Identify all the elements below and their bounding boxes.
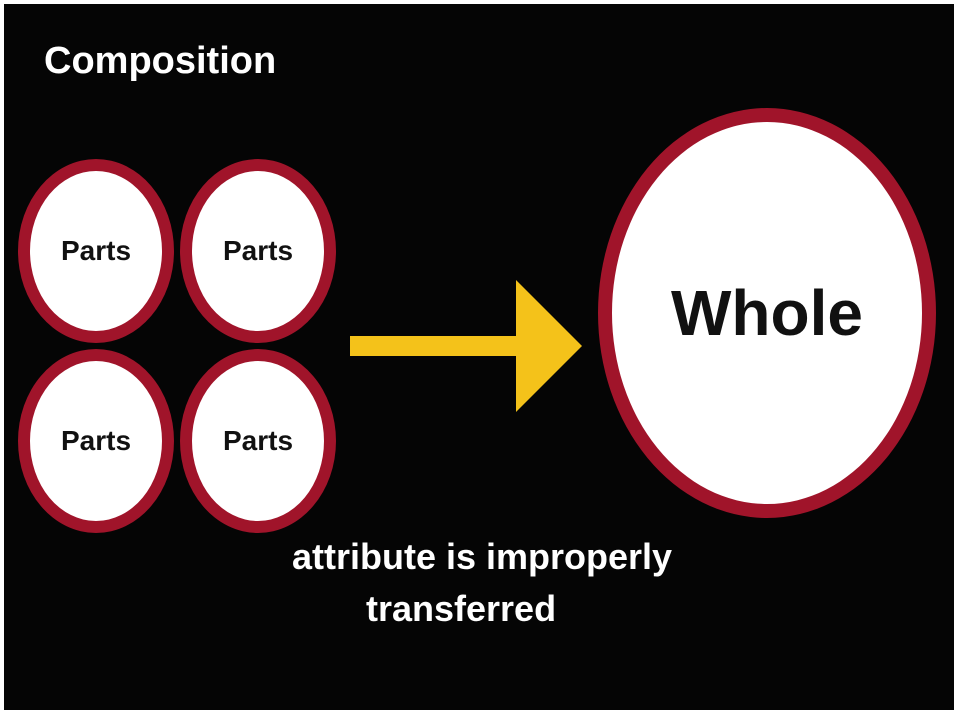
whole-circle: Whole: [598, 108, 936, 518]
part-circle-top-left: Parts: [18, 159, 174, 343]
part-label: Parts: [222, 425, 294, 456]
part-label: Parts: [60, 425, 132, 456]
caption-line-2: transferred: [366, 588, 557, 629]
right-arrow-icon: [350, 280, 582, 412]
diagram-title: Composition: [44, 40, 277, 82]
part-circle-bottom-right: Parts: [180, 349, 336, 533]
part-circle-top-right: Parts: [180, 159, 336, 343]
arrow-shape: [350, 280, 582, 412]
diagram-panel: Composition Parts Parts Parts Parts Whol…: [4, 4, 954, 710]
caption-line-1: attribute is improperly: [292, 536, 673, 577]
part-circle-bottom-left: Parts: [18, 349, 174, 533]
part-label: Parts: [60, 235, 132, 266]
whole-label: Whole: [671, 277, 863, 349]
part-label: Parts: [222, 235, 294, 266]
